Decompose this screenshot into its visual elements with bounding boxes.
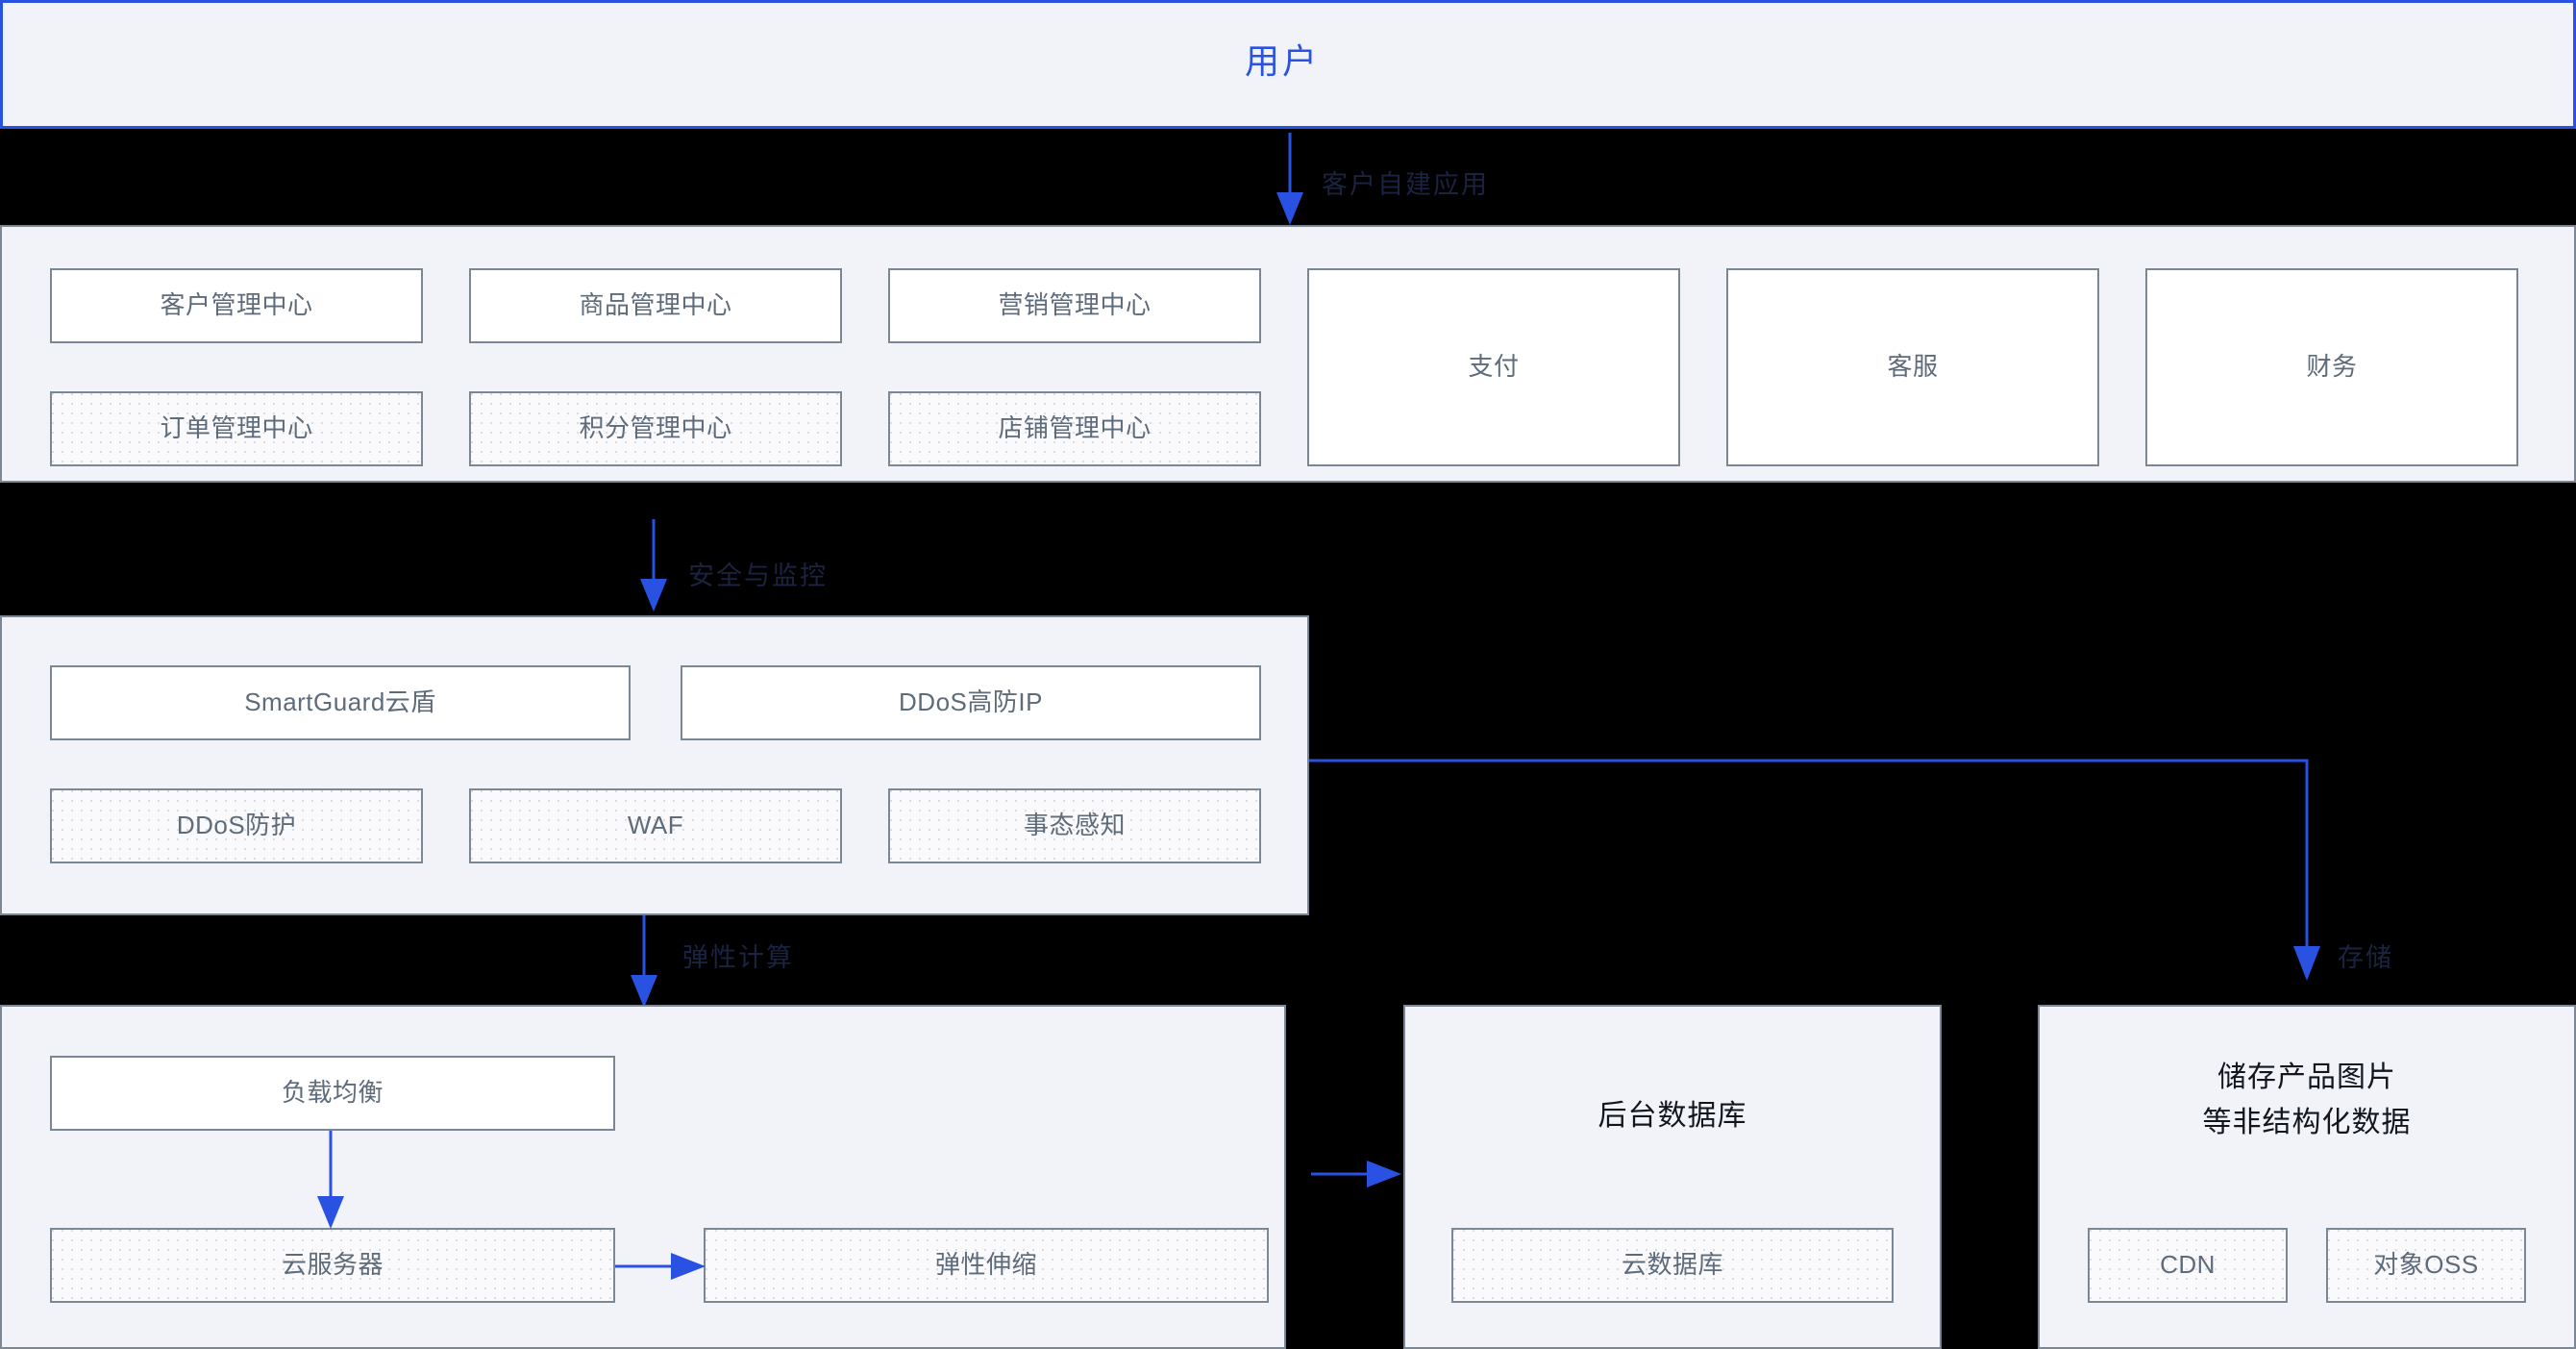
- security-box-label: 事态感知: [1023, 811, 1126, 840]
- app-box-label: 店铺管理中心: [998, 413, 1152, 443]
- compute-box-label: 负载均衡: [281, 1078, 384, 1108]
- compute-box-cloud-server[interactable]: 云服务器: [50, 1228, 615, 1303]
- security-box-waf[interactable]: WAF: [469, 788, 842, 863]
- storage-panel-title: 储存产品图片 等非结构化数据: [2202, 1062, 2412, 1138]
- storage-box-object-oss[interactable]: 对象OSS: [2326, 1228, 2526, 1303]
- app-box-product-center[interactable]: 商品管理中心: [469, 268, 842, 343]
- security-box-ddos-protection[interactable]: DDoS防护: [50, 788, 423, 863]
- app-box-finance[interactable]: 财务: [2145, 268, 2518, 466]
- app-box-customer-center[interactable]: 客户管理中心: [50, 268, 423, 343]
- connector-security-to-storage: [1309, 759, 2320, 981]
- band-label-storage: 存储: [2338, 943, 2393, 972]
- compute-box-label: 云服务器: [281, 1250, 384, 1280]
- band-label-security: 安全与监控: [688, 562, 828, 590]
- database-box-cloud-db[interactable]: 云数据库: [1451, 1228, 1894, 1303]
- app-box-shop-center[interactable]: 店铺管理中心: [888, 391, 1261, 466]
- header-panel: [0, 0, 2576, 129]
- security-panel: [0, 615, 1309, 915]
- app-box-order-center[interactable]: 订单管理中心: [50, 391, 423, 466]
- compute-box-load-balancer[interactable]: 负载均衡: [50, 1056, 615, 1131]
- arrow-loadbalancer-to-cloudserver: [317, 1131, 344, 1229]
- app-box-label: 商品管理中心: [579, 290, 732, 320]
- band-label-applications: 客户自建应用: [1322, 170, 1489, 199]
- app-box-label: 支付: [1468, 352, 1520, 382]
- storage-box-cdn[interactable]: CDN: [2088, 1228, 2288, 1303]
- database-panel-title: 后台数据库: [1598, 1100, 1747, 1132]
- arrow-user-to-applications: [1276, 133, 1303, 225]
- security-box-ddos-highdefense-ip[interactable]: DDoS高防IP: [681, 665, 1261, 740]
- app-box-payment[interactable]: 支付: [1307, 268, 1680, 466]
- app-box-label: 营销管理中心: [998, 290, 1152, 320]
- app-box-marketing-center[interactable]: 营销管理中心: [888, 268, 1261, 343]
- security-box-label: DDoS防护: [176, 811, 297, 840]
- app-box-customer-service[interactable]: 客服: [1726, 268, 2099, 466]
- security-box-label: DDoS高防IP: [899, 687, 1043, 717]
- app-box-points-center[interactable]: 积分管理中心: [469, 391, 842, 466]
- security-box-smartguard[interactable]: SmartGuard云盾: [50, 665, 631, 740]
- compute-box-label: 弹性伸缩: [934, 1250, 1037, 1280]
- arrow-applications-to-security: [640, 519, 667, 612]
- arrow-compute-to-database: [1311, 1161, 1401, 1187]
- app-box-label: 订单管理中心: [160, 413, 313, 443]
- page-title: 用户: [1245, 41, 1321, 81]
- band-label-compute: 弹性计算: [682, 943, 794, 972]
- compute-box-elastic-scaling[interactable]: 弹性伸缩: [704, 1228, 1269, 1303]
- arrow-cloudserver-to-elasticscaling: [615, 1253, 706, 1280]
- security-box-situation-awareness[interactable]: 事态感知: [888, 788, 1261, 863]
- app-box-label: 积分管理中心: [579, 413, 732, 443]
- app-box-label: 客户管理中心: [160, 290, 313, 320]
- security-box-label: SmartGuard云盾: [244, 687, 436, 717]
- database-box-label: 云数据库: [1621, 1250, 1723, 1280]
- app-box-label: 客服: [1887, 352, 1939, 382]
- storage-box-label: 对象OSS: [2373, 1250, 2479, 1280]
- arrow-security-to-compute: [631, 915, 657, 1008]
- app-box-label: 财务: [2306, 352, 2358, 382]
- security-box-label: WAF: [627, 811, 684, 840]
- storage-box-label: CDN: [2160, 1250, 2216, 1280]
